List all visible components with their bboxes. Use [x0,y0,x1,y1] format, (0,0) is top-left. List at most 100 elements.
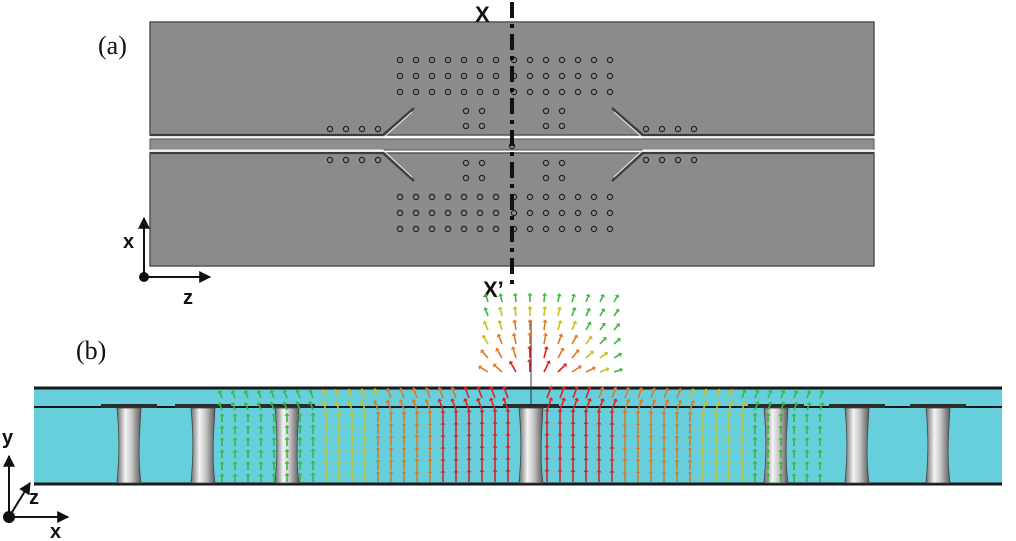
field-arrow-icon [501,397,509,411]
field-arrow-icon [571,320,578,331]
field-arrow-icon [450,398,457,411]
field-arrow-icon [637,387,644,399]
field-arrow-icon [599,337,607,345]
field-arrow-icon [585,321,592,331]
field-arrow-icon [622,469,628,482]
via-hole-icon [526,56,534,64]
field-arrow-icon [663,387,670,399]
via-hole-icon [542,122,550,130]
field-arrow-icon [599,367,610,373]
field-arrow-icon [687,435,693,446]
field-arrow-icon [453,409,459,422]
field-arrow-icon [427,458,433,470]
field-arrow-icon [388,422,394,434]
via-hole-icon [476,209,484,217]
field-arrow-icon [778,413,784,422]
field-arrow-icon [271,437,277,446]
via-hole-icon [526,225,534,233]
field-arrow-icon [687,459,693,470]
via-hole-icon [590,56,598,64]
field-arrow-icon [613,367,623,373]
via-hole-icon [574,209,582,217]
field-arrow-icon [752,424,758,434]
via-hole-icon [478,122,486,130]
field-arrow-icon [453,469,459,482]
field-arrow-icon [713,471,719,482]
field-arrow-icon [739,436,745,446]
via-hole-icon [460,56,468,64]
field-arrow-icon [778,437,784,446]
field-arrow-icon [713,423,719,434]
field-arrow-icon [336,447,342,458]
field-arrow-icon [570,456,576,470]
field-arrow-icon [544,420,550,434]
field-arrow-icon [398,399,405,411]
pad [910,404,966,408]
field-arrow-icon [557,432,563,446]
field-arrow-icon [359,400,366,411]
via-hole-icon [342,156,350,164]
field-arrow-icon [372,399,379,411]
cut-line: X X’ [475,2,514,302]
via-hole-icon [542,72,550,80]
field-arrow-icon [624,398,631,411]
via-hole-icon [492,225,500,233]
field-arrow-icon [258,449,264,458]
field-arrow-icon [297,460,303,470]
field-arrow-icon [297,424,303,434]
pad [748,404,804,408]
field-arrow-icon [585,335,593,345]
field-arrow-icon [349,423,355,434]
field-arrow-icon [466,445,472,458]
field-arrow-icon [362,471,368,482]
field-arrow-icon [752,436,758,446]
axis-b-vertical-label: y [2,427,14,449]
field-arrow-icon [726,435,732,446]
via-hole-icon [460,72,468,80]
field-arrow-icon [219,437,225,446]
field-arrow-icon [401,410,407,422]
pad [259,404,315,408]
via-post-icon [925,407,951,484]
via-hole-icon [606,88,614,96]
field-arrow-icon [219,449,225,458]
field-arrow-icon [557,420,563,434]
via-hole-icon [476,72,484,80]
field-arrow-icon [505,420,511,434]
field-arrow-icon [245,473,251,482]
field-arrow-icon [546,397,554,411]
via-hole-icon [492,193,500,201]
field-arrow-icon [713,435,719,446]
field-arrow-icon [544,444,550,458]
field-arrow-icon [362,459,368,470]
field-arrow-icon [440,457,446,470]
via-hole-icon [428,225,436,233]
field-arrow-icon [310,448,316,458]
field-arrow-icon [596,409,602,422]
pad [829,404,885,408]
via-hole-icon [396,72,404,80]
via-hole-icon [460,88,468,96]
field-arrow-icon [323,472,329,482]
via-hole-icon [412,225,420,233]
via-hole-icon [542,174,550,182]
field-arrow-icon [349,471,355,482]
field-arrow-icon [505,468,511,482]
field-arrow-icon [674,434,680,446]
axis-b-horizontal-label: x [50,521,61,541]
field-arrow-icon [440,469,446,482]
field-arrow-icon [726,471,732,482]
field-arrow-icon [323,460,329,470]
field-arrow-icon [544,432,550,446]
via-hole-icon [412,72,420,80]
field-arrow-icon [611,398,618,411]
field-arrow-icon [613,308,620,317]
field-arrow-icon [398,387,405,399]
field-arrow-icon [466,457,472,470]
field-arrow-icon [385,399,392,411]
field-arrow-icon [713,411,719,422]
field-arrow-icon [411,399,418,411]
field-arrow-icon [493,363,503,373]
field-arrow-icon [424,398,431,411]
